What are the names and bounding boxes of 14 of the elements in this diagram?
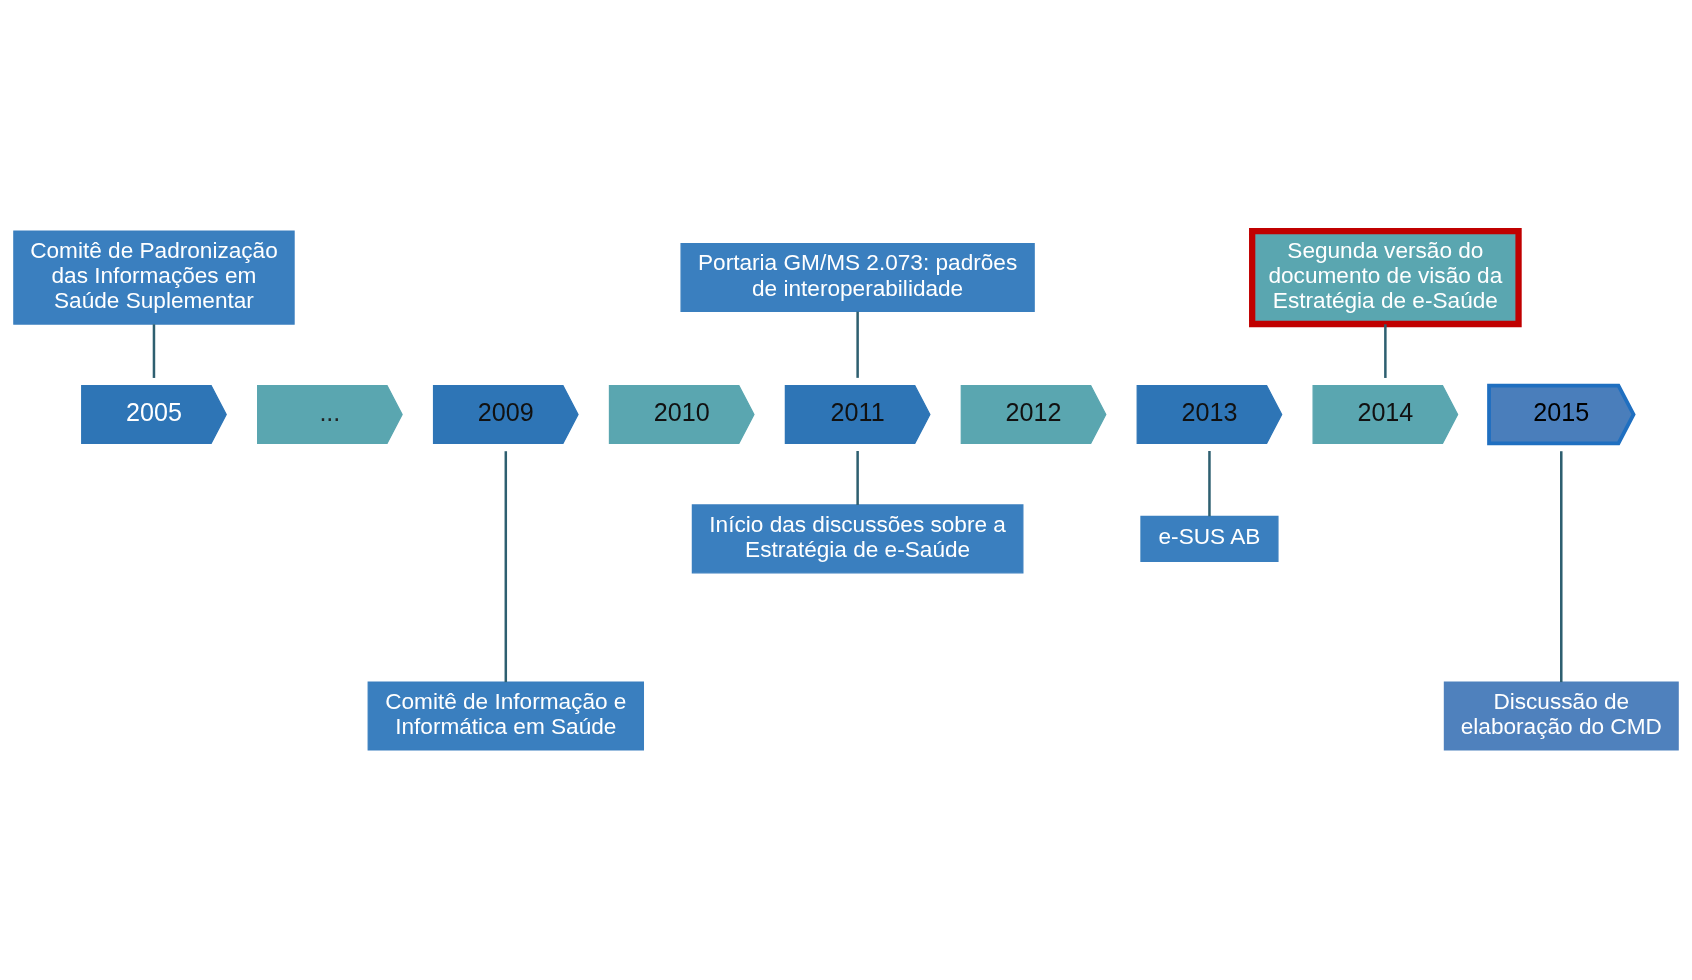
connector (856, 450, 859, 505)
node-box: e-SUS AB (1140, 515, 1279, 562)
node-box: Início das discussões sobre a Estratégia de e-Saúde (691, 503, 1024, 573)
connector (1384, 323, 1387, 378)
connector (504, 450, 508, 682)
connector (1560, 450, 1563, 682)
connector (1208, 450, 1211, 516)
node-box: Portaria GM/MS 2.073: padrões de interoperabilidade (680, 242, 1035, 312)
connector (152, 323, 156, 378)
node-box: Segunda versão do documento de visão da Estratégia de e-Saúde (1249, 227, 1522, 327)
connector (856, 311, 859, 378)
node-box: Comitê de Padronização das Informações em Saúde Suplementar (13, 229, 295, 325)
node-box: Comitê de Informação e Informática em Saúde (367, 681, 644, 751)
node-box: Discussão de elaboração do CMD (1443, 681, 1679, 751)
